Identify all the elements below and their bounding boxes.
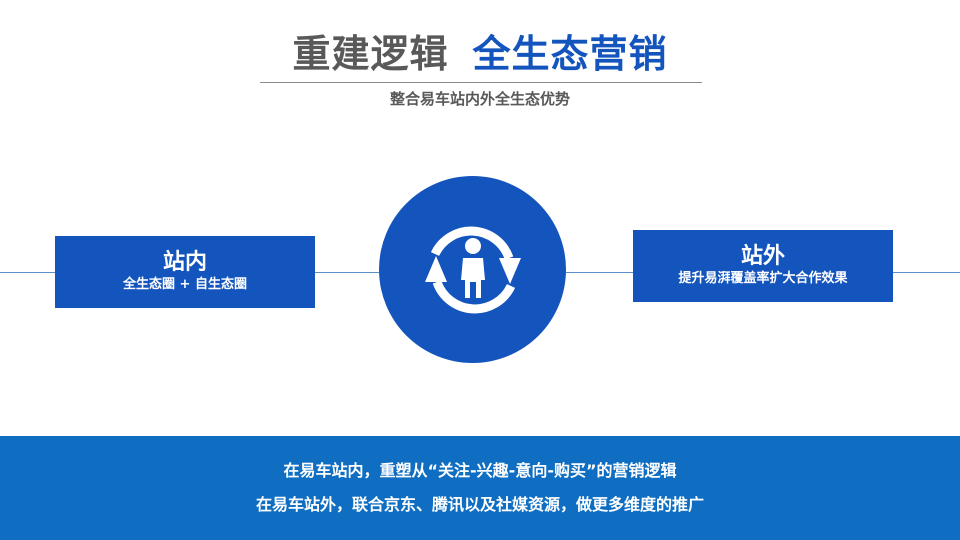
offsite-box: 站外 提升易湃覆盖率扩大合作效果 (633, 230, 893, 302)
connector-line-right-inner (566, 272, 633, 273)
onsite-title: 站内 (162, 250, 207, 275)
offsite-title: 站外 (740, 244, 785, 269)
summary-banner: 在易车站内，重塑从“关注-兴趣-意向-购买”的营销逻辑 在易车站外，联合京东、腾… (0, 436, 960, 540)
page-title: 重建逻辑全生态营销 (0, 30, 960, 78)
onsite-box: 站内 全生态圈 + 自生态圈 (55, 236, 315, 308)
connector-line-left-outer (0, 272, 55, 273)
title-divider (260, 82, 702, 83)
title-part-blue: 全生态营销 (472, 32, 668, 76)
connector-line-right-outer (893, 272, 960, 273)
onsite-subtitle: 全生态圈 + 自生态圈 (123, 277, 247, 292)
summary-line-2: 在易车站外，联合京东、腾讯以及社媒资源，做更多维度的推广 (255, 495, 704, 514)
connector-line-left-inner (315, 272, 379, 273)
offsite-subtitle: 提升易湃覆盖率扩大合作效果 (678, 271, 848, 286)
center-circle (379, 176, 566, 363)
page-subtitle: 整合易车站内外全生态优势 (389, 90, 570, 108)
summary-line-1: 在易车站内，重塑从“关注-兴趣-意向-购买”的营销逻辑 (283, 461, 677, 480)
person-cycle-icon (424, 226, 521, 313)
title-part-gray: 重建逻辑 (292, 32, 449, 76)
